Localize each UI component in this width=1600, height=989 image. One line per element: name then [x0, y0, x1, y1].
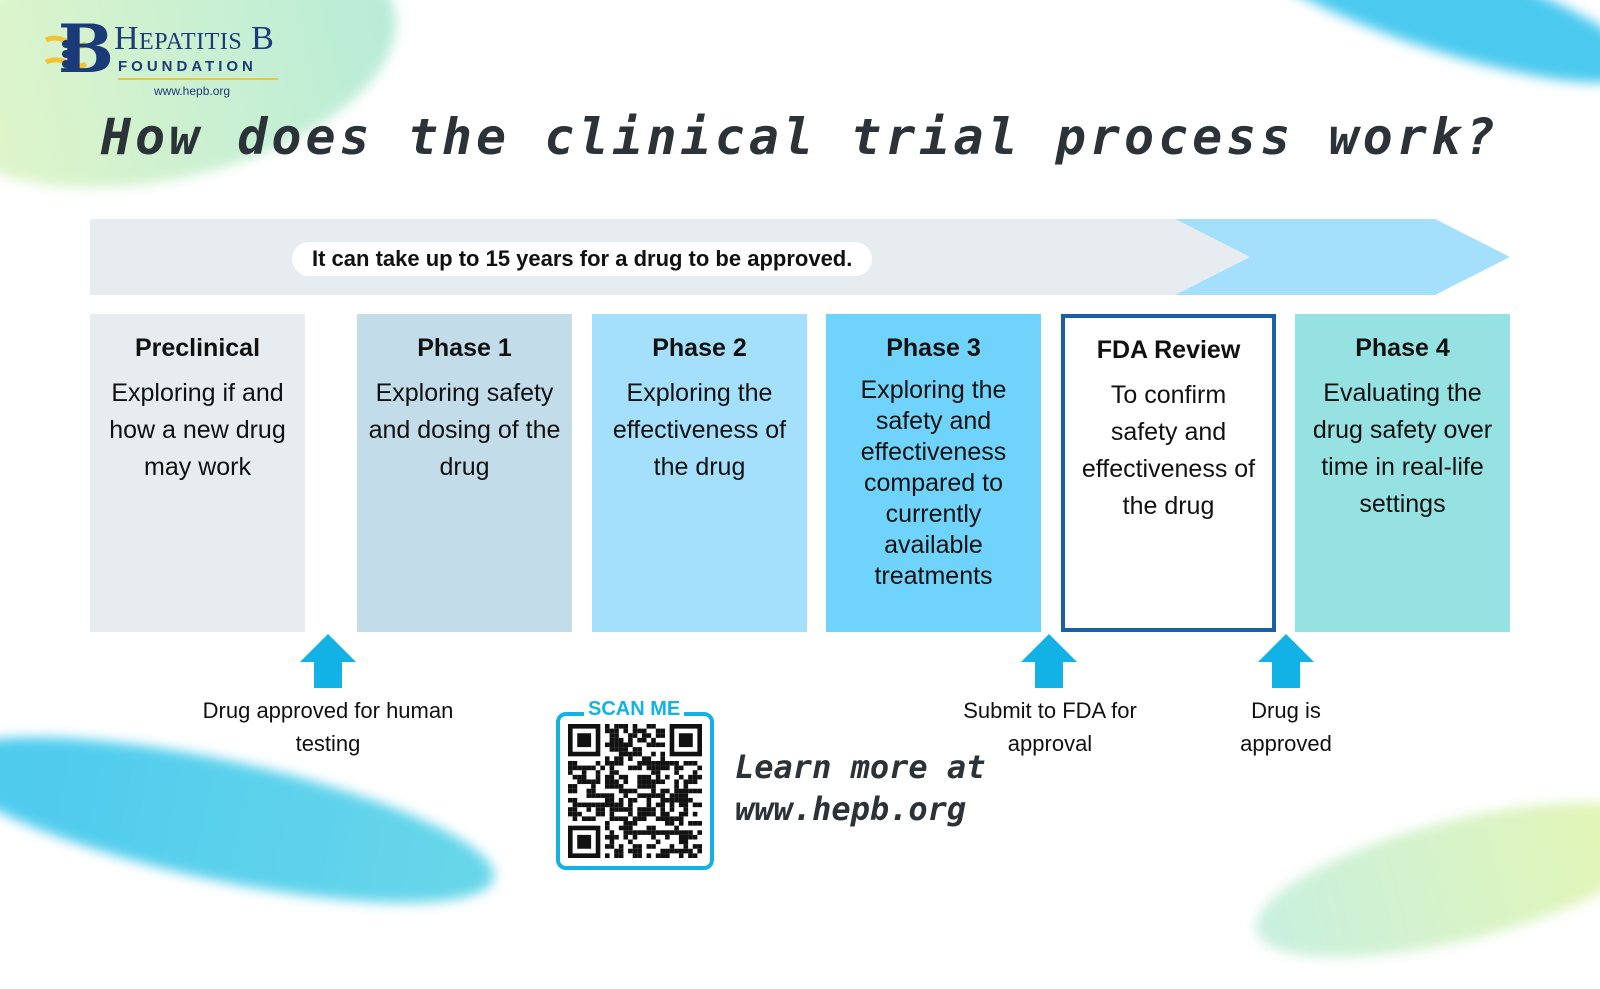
phase-card-phase-3: Phase 3 Exploring the safety and effectiv… — [826, 314, 1041, 632]
milestone-submit-fda: Submit to FDA for approval — [963, 698, 1137, 756]
dna-swirl-icon — [44, 35, 88, 69]
phase-description: Exploring the effectiveness of the drug — [612, 379, 787, 481]
qr-code-pattern — [568, 724, 702, 858]
brush-decoration — [1241, 770, 1600, 989]
phase-card-phase-2: Phase 2 Exploring the effectiveness of th… — [592, 314, 807, 632]
learn-more-text: Learn more at — [735, 748, 986, 786]
logo-sub: FOUNDATION — [118, 58, 257, 75]
phase-title: Phase 1 — [417, 334, 512, 362]
phase-card-phase-1: Phase 1 Exploring safety and dosing of th… — [357, 314, 572, 632]
qr-scan-me-label: SCAN ME — [584, 698, 685, 721]
banner-text: It can take up to 15 years for a drug to… — [292, 242, 873, 276]
phase-title: FDA Review — [1096, 336, 1241, 364]
page-title: How does the clinical trial process work… — [100, 108, 1500, 166]
up-arrow-icon — [1258, 634, 1314, 688]
phase-description: Exploring safety and dosing of the drug — [368, 379, 561, 481]
hepatitis-b-foundation-logo[interactable]: B Hepatitis B FOUNDATION www.hepb.org — [44, 10, 314, 103]
learn-more-url[interactable]: www.hepb.org — [735, 790, 967, 828]
milestone-human-testing: Drug approved for human testing — [202, 698, 454, 756]
logo-divider — [118, 78, 278, 80]
phase-title: Preclinical — [134, 334, 261, 362]
phase-description: Exploring the safety and effectiveness c… — [860, 376, 1007, 590]
up-arrow-icon — [300, 634, 356, 688]
phase-description: Exploring if and how a new drug may work — [109, 379, 286, 481]
up-arrow-icon — [1021, 634, 1077, 688]
logo-url: www.hepb.org — [154, 84, 231, 98]
brush-decoration — [1226, 0, 1600, 113]
phase-card-phase-4: Phase 4 Evaluating the drug safety over t… — [1295, 314, 1510, 632]
phase-description: Evaluating the drug safety over time in … — [1312, 379, 1493, 518]
milestone-drug-approved: Drug is approved — [1240, 698, 1332, 756]
phase-description: To confirm safety and effectiveness of t… — [1081, 381, 1256, 520]
logo-org-name: Hepatitis B — [114, 20, 275, 57]
qr-code[interactable]: SCAN ME — [556, 698, 714, 870]
phase-title: Phase 2 — [652, 334, 747, 362]
logo-b-letter: B — [58, 10, 114, 88]
phase-title: Phase 3 — [886, 334, 981, 362]
phase-card-fda-review: FDA Review To confirm safety and effectiv… — [1061, 314, 1276, 632]
phase-title: Phase 4 — [1355, 334, 1450, 362]
